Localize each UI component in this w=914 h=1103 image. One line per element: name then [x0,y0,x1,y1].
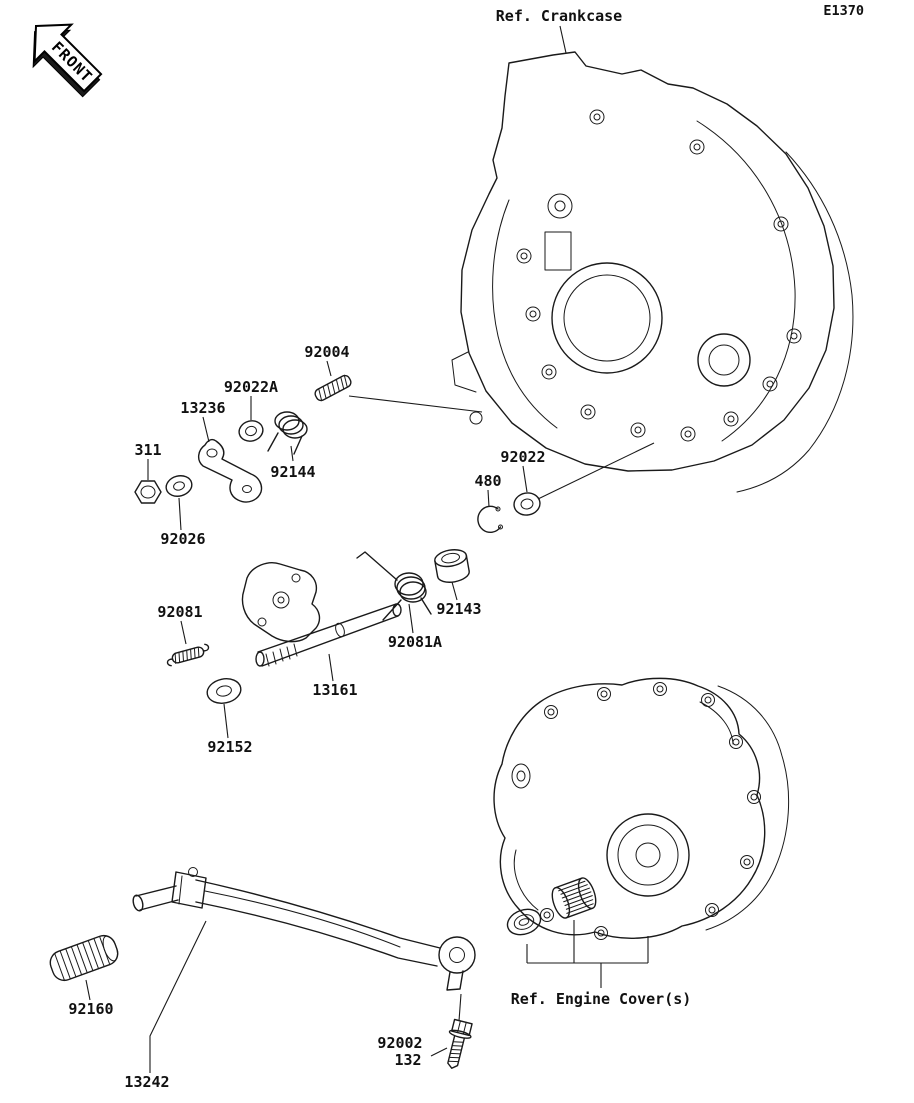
part-label-92160: 92160 [68,1000,113,1018]
oil-seal-drawing [506,908,542,936]
part-label-480: 480 [474,472,501,490]
engine-cover-bearing-boss [606,813,690,897]
part-label-13236: 13236 [180,399,225,417]
engine-cover-inner-edge2 [699,701,734,745]
part-label-92144: 92144 [270,463,315,481]
part-label-92081: 92081 [157,603,202,621]
part-label-311: 311 [134,441,161,459]
shift-shaft-13161-drawing [241,562,402,667]
ref-crankcase-label: Ref. Crankcase [496,7,622,25]
part-label-92022A: 92022A [224,378,278,396]
crankcase-machined-boss [544,231,572,271]
engine-cover-oval-boss-hole [516,770,526,782]
washer-92152-drawing [206,678,242,704]
crankcase-inner-contour-right [696,120,796,442]
part-label-13242: 13242 [124,1073,169,1091]
engine-cover-bearing-boss-inner [617,824,679,886]
engine-cover-bolt-holes [540,682,761,940]
part-label-92022: 92022 [500,448,545,466]
engine-cover-drawing [493,677,790,940]
ref-engine-cover-label: Ref. Engine Cover(s) [511,990,692,1008]
part-label-13161: 13161 [312,681,357,699]
arm-13236-drawing [198,438,263,503]
crankcase-tab-hole [469,411,483,425]
washer-92022A-drawing [238,420,264,442]
part-label-92152: 92152 [207,738,252,756]
crankcase-main-bore-inner [563,274,651,362]
part-label-92143: 92143 [436,600,481,618]
engine-cover-hub [635,842,661,868]
crankcase-inner-contour-left [492,199,558,429]
engine-cover-gasket-outline [705,685,790,931]
pedal-13242-drawing [132,867,476,991]
crankcase-upper-boss-hole [554,200,566,212]
engine-cover-outline [493,677,766,939]
crankcase-upper-boss [547,193,573,219]
leader-lines [85,25,655,1073]
part-label-132: 132 [394,1051,421,1069]
washer-92022-drawing [513,492,541,516]
crankcase-boss [697,333,751,387]
crankcase-tab [451,351,477,393]
crankcase-bolt-holes [516,109,802,442]
front-arrow-badge: FRONT [32,23,103,98]
engine-cover-inner-edge [513,849,539,911]
crankcase-boss-inner [708,344,740,376]
crankcase-main-bore [551,262,663,374]
nut-311-drawing [134,480,162,504]
spring-92144-drawing [267,411,308,455]
page-code: E1370 [823,3,864,19]
stud-92004-drawing [314,374,352,402]
grip-92160-drawing [49,934,119,982]
spring-92081-drawing [166,643,210,667]
needle-bearing-drawing [551,877,597,919]
washer-92026-drawing [165,475,193,497]
part-label-92026: 92026 [160,530,205,548]
part-label-92004: 92004 [304,343,349,361]
bushing-92143-drawing [434,549,470,583]
crankcase-drawing [451,51,854,493]
front-arrow-icon [33,23,103,93]
spring-92081A-drawing [356,551,432,621]
engine-cover-oval-boss [511,763,531,789]
part-label-92081A: 92081A [388,633,442,651]
crankcase-outer-shell [736,151,854,493]
crankcase-outline [460,51,835,472]
part-label-92002: 92002 [377,1034,422,1052]
bolt-92002-drawing [447,1018,473,1069]
circlip-480-drawing [477,505,503,534]
